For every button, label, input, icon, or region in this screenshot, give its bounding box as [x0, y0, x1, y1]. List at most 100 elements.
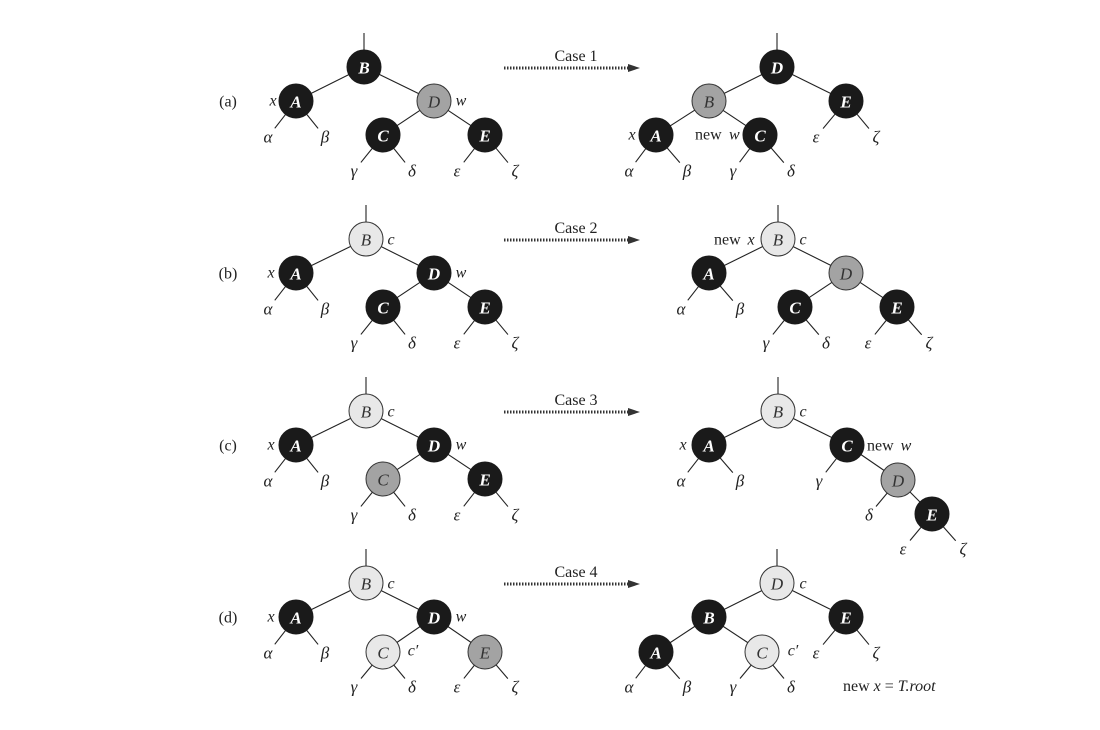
row-d-after-node-C-circle: [744, 634, 780, 670]
row-b-before-node-D-label: D: [427, 265, 440, 284]
row-a-after-leaf-edge-5: [856, 113, 870, 129]
row-d-before-node-C-circle: [365, 634, 401, 670]
row-label-a: (a): [219, 94, 237, 111]
row-c-before-node-C-label: C: [377, 471, 389, 490]
row-d-after-leaf-edge-1: [666, 664, 681, 680]
row-c-before-leaf-edge-5: [495, 491, 509, 507]
row-b-after-leaf-edge-0: [687, 286, 699, 301]
row-b-before-edge-B-D: [380, 246, 420, 266]
row-d-after-edge-D-B: [723, 590, 763, 610]
row-a-after-node-D-label: D: [770, 59, 783, 78]
row-c-after-node-D-circle: [880, 462, 916, 498]
row-a-after-leaf-edge-1: [666, 147, 681, 164]
case-arrow-c: Case 3: [504, 392, 640, 416]
row-c: (c)Case 3: [219, 392, 640, 455]
row-b-before-leaf-edge-4: [463, 320, 475, 335]
row-c-before-node-C: C: [365, 461, 401, 497]
row-a-before-node-D: D: [416, 83, 452, 119]
row-a-before-node-D-label: D: [427, 93, 441, 112]
row-b-before-node-C: C: [365, 289, 401, 325]
row-a-before-subtree-2: γ: [351, 162, 359, 181]
row-b-before-leaf-edge-0: [274, 286, 286, 301]
row-b-before-subtree-1: β: [320, 300, 330, 319]
row-c-before-node-B: B: [348, 393, 384, 429]
row-b-before-edge-D-E: [447, 281, 472, 299]
row-b-before-edge-B-A: [311, 245, 351, 267]
row-b-after-node-C-label: C: [789, 299, 801, 318]
row-b-after-node-A-circle: [691, 255, 727, 291]
row-c-after-annotation-2: new: [867, 438, 894, 455]
row-d-after-subtree-1: β: [682, 678, 692, 697]
row-b-after-node-D: D: [828, 255, 864, 291]
row-c-after-edge-B-C: [793, 418, 832, 438]
row-c-after-node-E-circle: [914, 496, 950, 532]
row-d-before-node-D-label: D: [427, 609, 440, 628]
row-d-after-leaf-edge-5: [856, 629, 870, 645]
row-a-after-node-B-label: B: [704, 93, 715, 112]
row-a-after-node-E-circle: [828, 83, 864, 119]
row-a-after-node-C: C: [742, 117, 778, 153]
row-b-before-leaf-edge-5: [495, 319, 509, 335]
row-c-after-edge-D-E: [909, 491, 921, 503]
row-a-after-subtree-0: α: [625, 162, 635, 181]
row-b-before-node-E-circle: [467, 289, 503, 325]
row-d-after-node-B-label: B: [702, 609, 714, 628]
row-b-after-node-E-circle: [879, 289, 915, 325]
row-d-before-leaf-edge-5: [495, 664, 509, 680]
row-label-b: (b): [219, 266, 238, 283]
row-d-after-leaf-edge-2: [739, 664, 752, 679]
row-a-after-leaf-edge-4: [822, 113, 836, 129]
row-b-before-annotation-0: c: [387, 232, 394, 249]
row-b-before-node-E: E: [467, 289, 503, 325]
row-c-before-annotation-2: w: [456, 437, 467, 454]
row-b-after-subtree-1: β: [735, 300, 745, 319]
row-b-before-node-B-label: B: [361, 231, 372, 250]
row-a-after-node-D: D: [759, 49, 795, 85]
row-c-after-annotation-3: w: [901, 438, 912, 455]
row-c-after-edge-C-D: [860, 454, 885, 471]
row-d-after-node-C-label: C: [756, 644, 768, 663]
row-c-after-subtree-1: β: [735, 472, 745, 491]
row-d-after-leaf-edge-3: [772, 664, 785, 679]
row-d-after-edge-D-E: [792, 590, 831, 610]
row-c-after-node-A-circle: [691, 427, 727, 463]
row-c-after-edge-B-A: [724, 418, 763, 438]
row-a-before-leaf-edge-4: [463, 148, 475, 163]
row-c-before-edge-D-E: [447, 453, 472, 471]
row-b-before-node-A-label: A: [289, 265, 301, 284]
row-d-before-subtree-1: β: [320, 644, 330, 663]
row-b-before-annotation-2: w: [456, 265, 467, 282]
row-b-before-subtree-0: α: [264, 300, 274, 319]
row-b-before-node-B-circle: [348, 221, 384, 257]
row-a-before-node-B: B: [346, 49, 382, 85]
case-arrow-a: Case 1: [504, 48, 640, 72]
row-c-before-edge-B-D: [380, 418, 420, 438]
row-b-after-edge-B-D: [792, 246, 832, 266]
row-c-before-node-C-circle: [365, 461, 401, 497]
row-d-after-subtree-5: ζ: [873, 644, 881, 663]
row-d-before-node-C: C: [365, 634, 401, 670]
row-c-after-leaf-edge-1: [719, 457, 734, 474]
row-d-before-node-D: D: [416, 599, 452, 635]
row-b-before-subtree-2: γ: [351, 334, 359, 353]
row-b-before-leaf-edge-1: [306, 285, 319, 301]
row-b-after-subtree-4: ε: [865, 334, 872, 353]
row-d-before-subtree-4: ε: [454, 678, 461, 697]
row-d-before-node-D-circle: [416, 599, 452, 635]
row-d-before-subtree-2: γ: [351, 678, 359, 697]
row-d-before-annotation-1: x: [266, 609, 274, 626]
row-c-after-leaf-edge-0: [687, 458, 699, 473]
row-c-after-leaf-edge-4: [909, 526, 922, 541]
row-b-after-node-A-label: A: [702, 265, 714, 284]
row-a-after-node-C-label: C: [754, 127, 766, 146]
row-c-before-node-D: D: [416, 427, 452, 463]
row-d-after-edge-B-C: [722, 625, 749, 644]
row-b-before-annotation-1: x: [266, 265, 274, 282]
row-c-before-node-D-label: D: [427, 437, 440, 456]
row-c-after-node-D: D: [880, 462, 916, 498]
row-b-before-subtree-5: ζ: [512, 334, 520, 353]
